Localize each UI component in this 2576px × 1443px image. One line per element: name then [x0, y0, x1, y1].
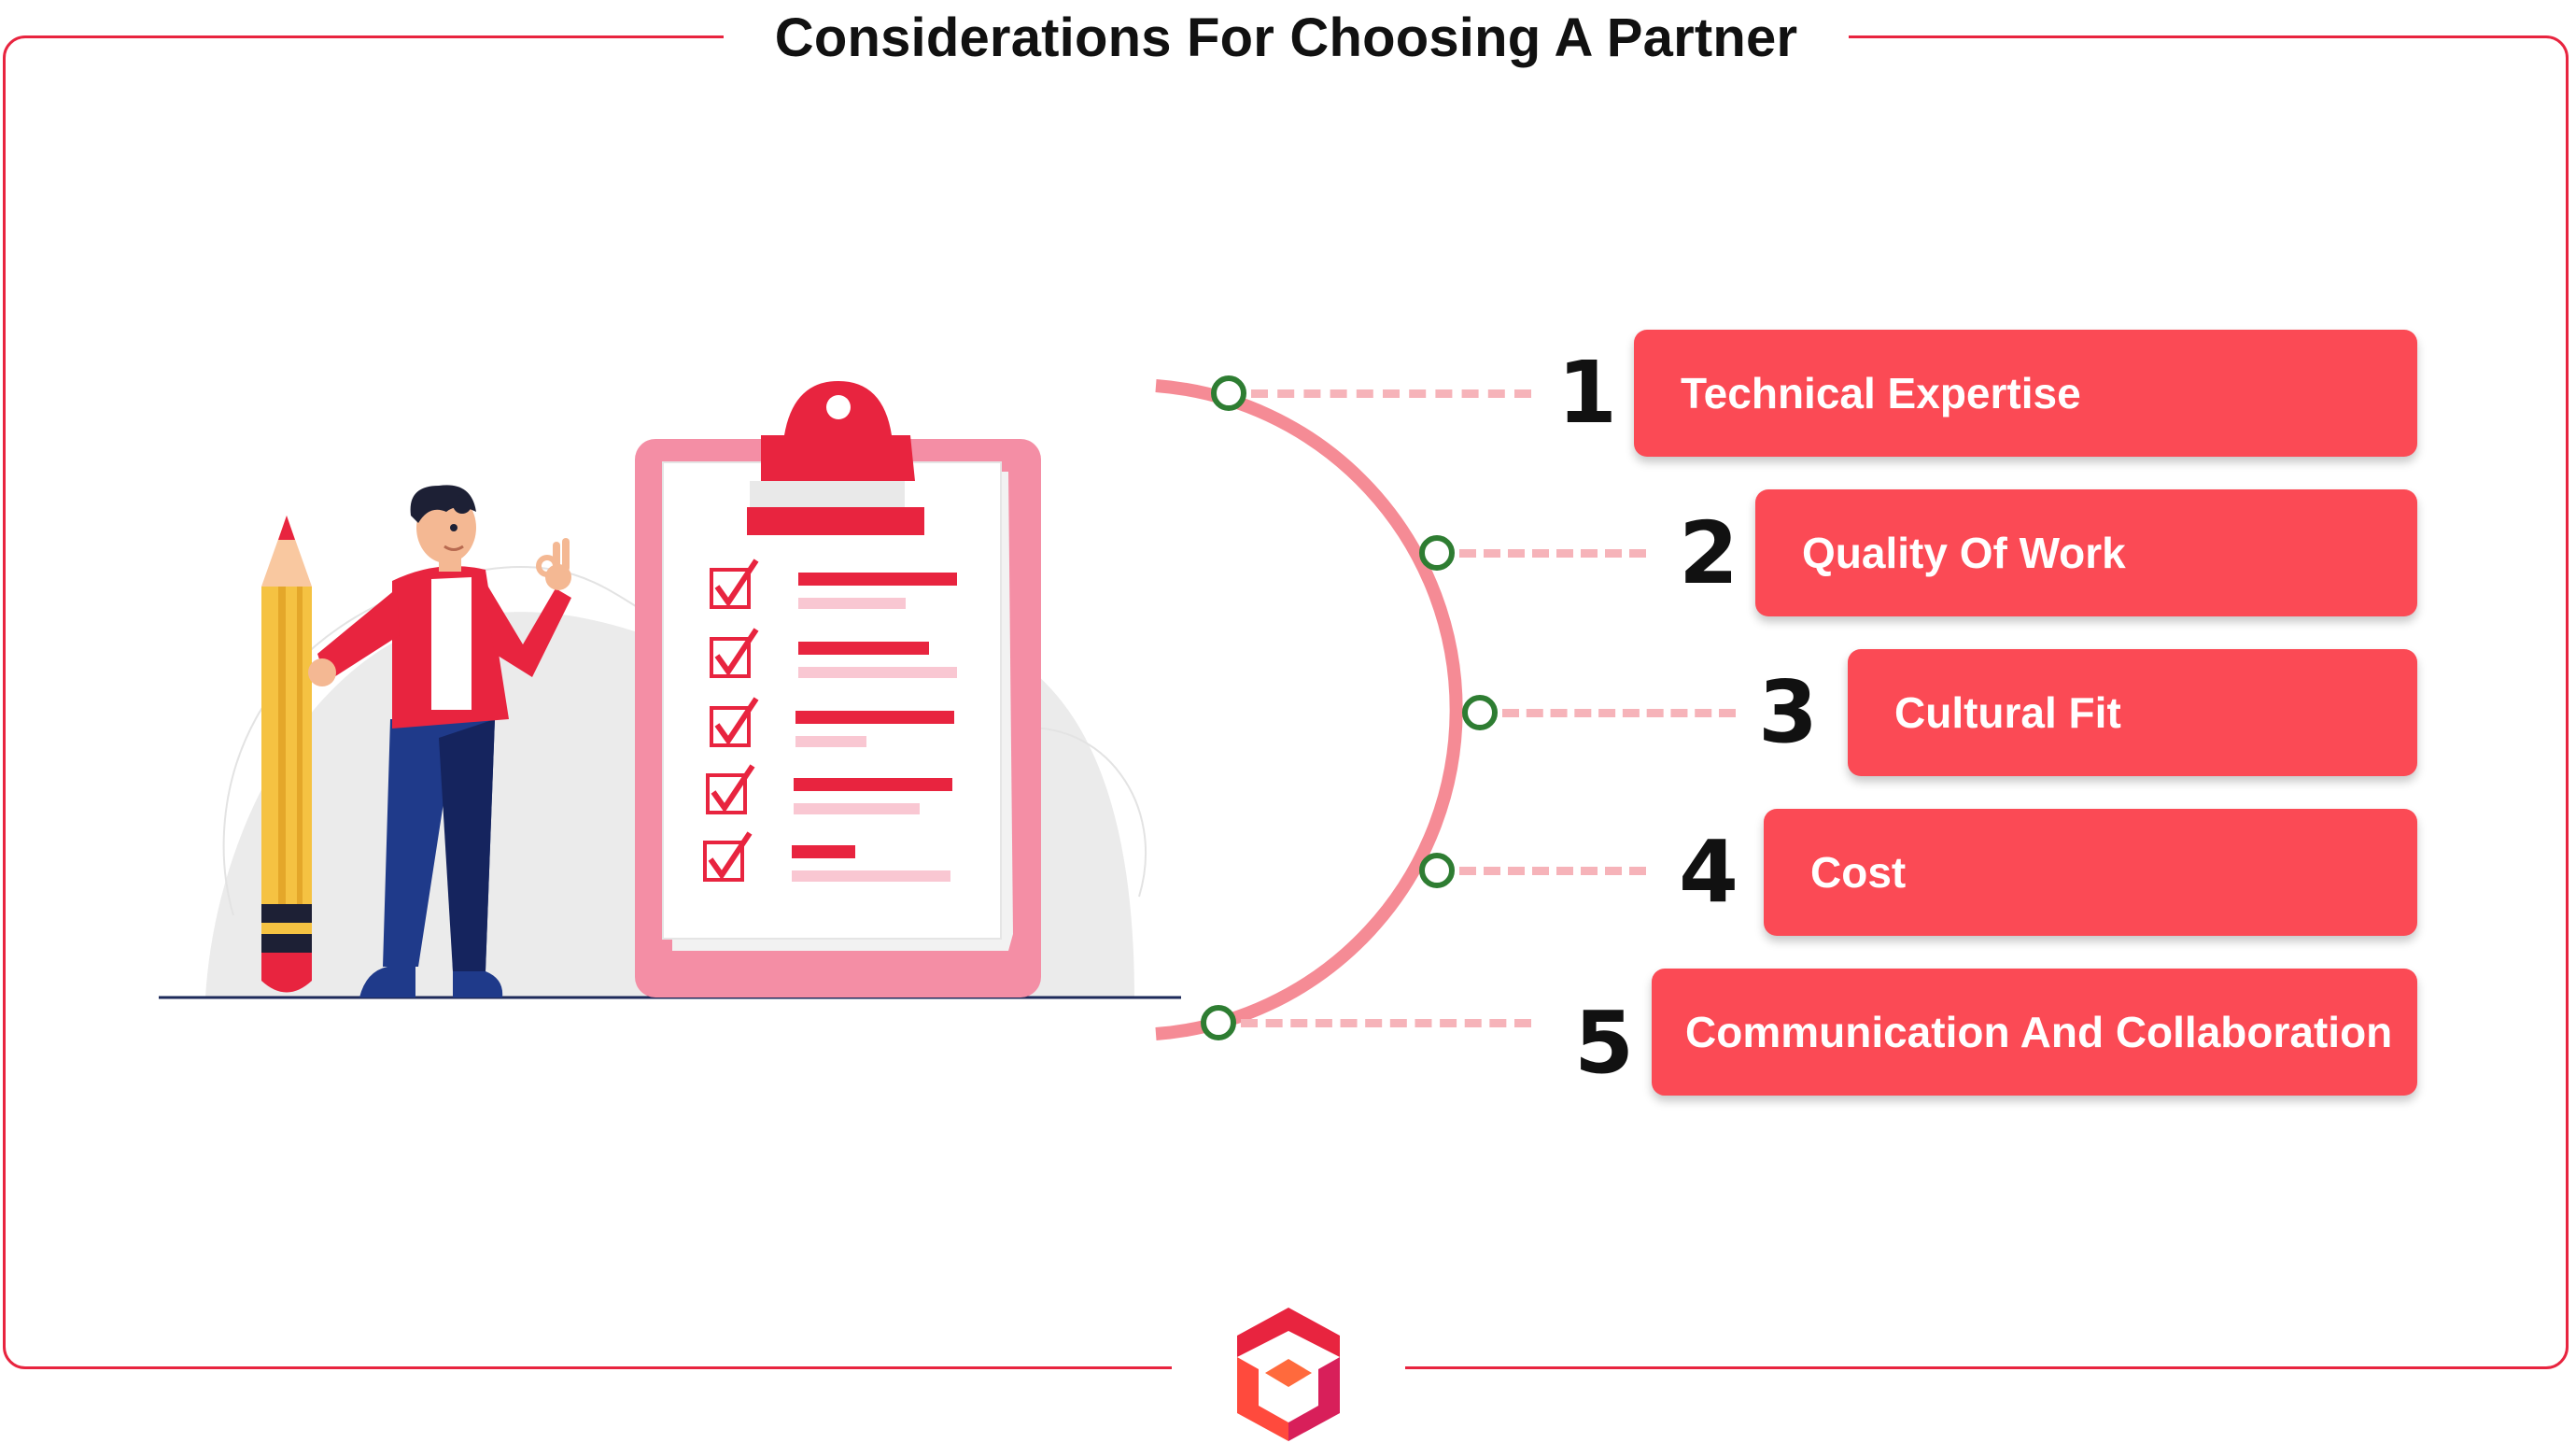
checklist-row [710, 628, 957, 678]
person-icon [308, 485, 571, 997]
arc-line [1155, 379, 1463, 1040]
checklist-row [706, 764, 952, 814]
item-cost: Cost [1764, 809, 2417, 936]
item-number: 5 [1573, 992, 1634, 1093]
item-label: Cultural Fit [1894, 688, 2121, 737]
connector-dash [1251, 389, 1531, 398]
timeline-node [1462, 695, 1498, 730]
connector-dash [1502, 709, 1736, 717]
connector-dash [1241, 1019, 1531, 1027]
page-title: Considerations For Choosing A Partner [774, 7, 1798, 68]
checklist-row [703, 831, 950, 882]
illustration [159, 381, 1181, 999]
timeline-node [1201, 1005, 1236, 1040]
item-cultural-fit: Cultural Fit [1848, 649, 2417, 776]
connector-dash [1459, 549, 1646, 558]
item-label: Communication And Collaboration [1685, 1008, 2393, 1056]
timeline-node [1211, 375, 1246, 411]
item-quality-of-work: Quality Of Work [1755, 489, 2417, 616]
item-number: 4 [1678, 821, 1738, 922]
timeline-node [1419, 853, 1455, 888]
item-number: 3 [1757, 661, 1818, 762]
checklist-row [710, 697, 954, 747]
checklist-row [710, 559, 957, 609]
clipboard-checklist-icon [635, 381, 1041, 997]
item-label: Technical Expertise [1681, 369, 2081, 417]
timeline-arc [1155, 375, 1498, 1040]
cube-logo-icon [1237, 1308, 1340, 1441]
item-label: Cost [1810, 848, 1907, 897]
pencil-icon [261, 516, 312, 993]
item-number: 1 [1556, 342, 1617, 443]
item-number: 2 [1678, 502, 1738, 603]
item-technical-expertise: Technical Expertise [1634, 330, 2417, 457]
connector-dash [1459, 867, 1646, 875]
ok-hand-icon [536, 538, 571, 590]
item-label: Quality Of Work [1802, 529, 2126, 577]
title-gap [724, 0, 1849, 75]
item-communication-and-collaboration: Communication And Collaboration [1652, 969, 2417, 1096]
timeline-node [1419, 535, 1455, 571]
